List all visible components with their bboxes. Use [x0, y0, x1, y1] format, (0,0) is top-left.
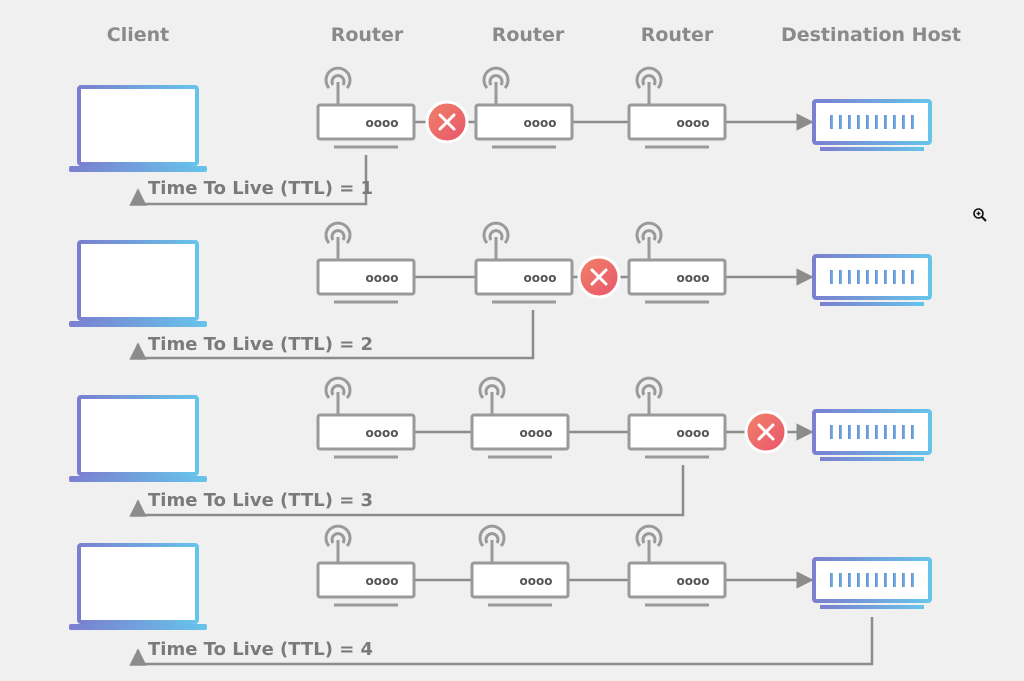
- failure-x-circle-icon: [425, 100, 469, 144]
- router-ports-label: oooo: [524, 116, 557, 130]
- client-laptop-icon: [69, 85, 207, 172]
- router-icon: oooo: [316, 376, 416, 459]
- ttl-label: Time To Live (TTL) = 3: [148, 490, 373, 511]
- failure-x-circle-icon: [744, 410, 788, 454]
- ttl-label: Time To Live (TTL) = 2: [148, 334, 373, 355]
- router-icon: oooo: [627, 66, 727, 149]
- router-icon: oooo: [627, 376, 727, 459]
- ttl-return-path: [129, 465, 685, 517]
- router-icon: oooo: [627, 524, 727, 607]
- header-client: Client: [106, 24, 170, 46]
- router-ports-label: oooo: [366, 271, 399, 285]
- destination-server-icon: [812, 409, 932, 461]
- router-icon: oooo: [627, 221, 727, 304]
- router-icon: oooo: [470, 376, 570, 459]
- zoom-in-icon[interactable]: [972, 207, 988, 227]
- header-router-2: Router: [491, 24, 565, 46]
- router-icon: oooo: [316, 66, 416, 149]
- ttl-return-path: [129, 310, 535, 360]
- destination-server-icon: [812, 557, 932, 609]
- router-ports-label: oooo: [677, 116, 710, 130]
- ttl-return-path: [129, 155, 368, 206]
- client-laptop-icon: [69, 240, 207, 327]
- client-laptop-icon: [69, 395, 207, 482]
- ttl-return-path: [129, 617, 874, 666]
- router-ports-label: oooo: [677, 574, 710, 588]
- ttl-label: Time To Live (TTL) = 4: [148, 639, 373, 660]
- destination-server-icon: [812, 254, 932, 306]
- router-icon: oooo: [470, 524, 570, 607]
- router-ports-label: oooo: [520, 426, 553, 440]
- router-ports-label: oooo: [366, 574, 399, 588]
- router-ports-label: oooo: [677, 271, 710, 285]
- header-router-3: Router: [640, 24, 714, 46]
- router-ports-label: oooo: [677, 426, 710, 440]
- header-router-1: Router: [330, 24, 404, 46]
- header-destination-host: Destination Host: [780, 24, 962, 46]
- router-icon: oooo: [474, 66, 574, 149]
- destination-server-icon: [812, 99, 932, 151]
- failure-x-circle-icon: [577, 255, 621, 299]
- router-icon: oooo: [474, 221, 574, 304]
- router-icon: oooo: [316, 221, 416, 304]
- ttl-label: Time To Live (TTL) = 1: [148, 178, 373, 199]
- router-ports-label: oooo: [524, 271, 557, 285]
- router-ports-label: oooo: [520, 574, 553, 588]
- router-ports-label: oooo: [366, 426, 399, 440]
- router-ports-label: oooo: [366, 116, 399, 130]
- client-laptop-icon: [69, 543, 207, 630]
- router-icon: oooo: [316, 524, 416, 607]
